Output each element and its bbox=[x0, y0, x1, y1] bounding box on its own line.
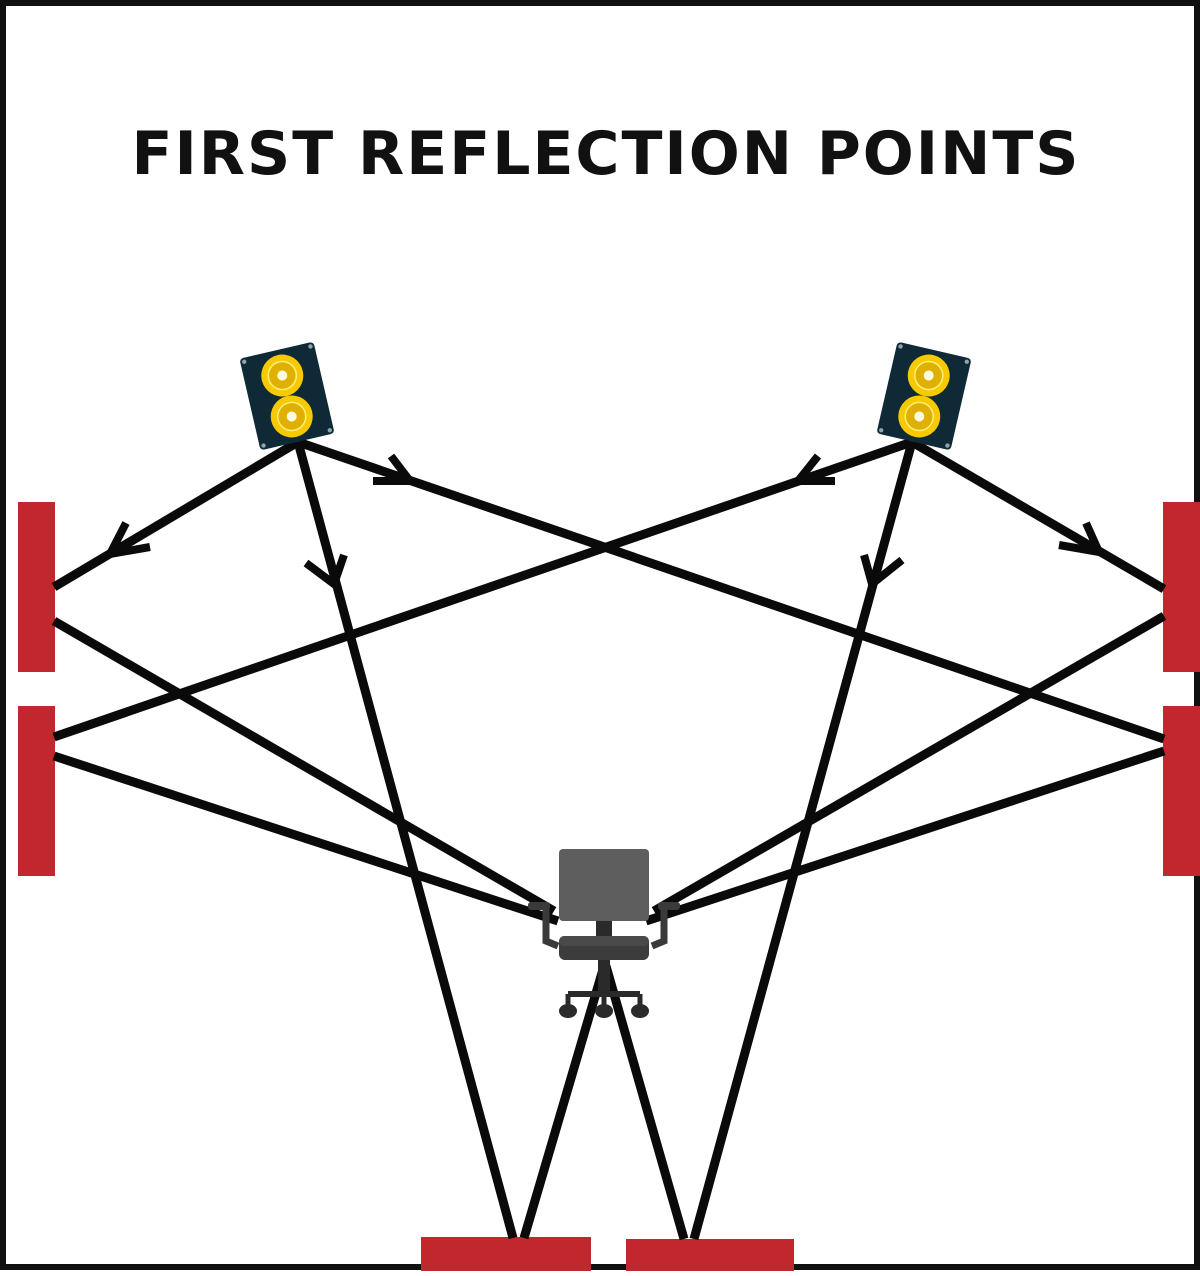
right-wall-panel-upper bbox=[1163, 502, 1200, 672]
ray-right-wall-lower-to-listener bbox=[644, 746, 1166, 926]
office-chair-icon bbox=[528, 849, 680, 1018]
reflection-rays bbox=[51, 437, 1167, 1241]
arrowhead-right-speaker-back-wall bbox=[860, 553, 905, 591]
arrowhead-left-speaker-left-wall bbox=[102, 521, 151, 560]
ray-left-wall-lower-to-listener bbox=[52, 751, 560, 926]
ray-back-wall-left-to-listener bbox=[519, 964, 609, 1240]
arrowhead-right-speaker-right-wall bbox=[1058, 521, 1106, 558]
right-wall-panel-lower bbox=[1163, 706, 1200, 876]
ray-right-speaker-to-left-wall bbox=[52, 437, 914, 742]
left-speaker-icon bbox=[240, 342, 334, 450]
ray-right-speaker-to-right-wall bbox=[909, 438, 1167, 593]
ray-right-wall-to-listener bbox=[651, 612, 1167, 915]
back-wall-panel-left bbox=[421, 1237, 591, 1271]
ray-left-speaker-to-back-wall bbox=[293, 440, 518, 1240]
ray-left-wall-to-listener bbox=[51, 617, 557, 915]
reflection-diagram bbox=[18, 342, 1200, 1271]
ray-arrowheads bbox=[102, 453, 1106, 591]
diagram-title: FIRST REFLECTION POINTS bbox=[131, 119, 1081, 189]
ray-back-wall-right-to-listener bbox=[601, 964, 689, 1241]
right-speaker-icon bbox=[877, 342, 971, 450]
ray-right-speaker-to-back-wall bbox=[689, 440, 917, 1241]
arrowhead-left-speaker-back-wall bbox=[303, 553, 348, 591]
left-wall-panel-upper bbox=[18, 502, 55, 672]
back-wall-panel-right bbox=[626, 1239, 794, 1271]
left-wall-panel-lower bbox=[18, 706, 55, 876]
arrowhead-left-speaker-right-wall bbox=[373, 453, 419, 485]
ray-left-speaker-to-right-wall bbox=[296, 437, 1166, 744]
acoustic-panels bbox=[18, 502, 1200, 1271]
ray-left-speaker-to-left-wall bbox=[51, 438, 301, 591]
arrowhead-right-speaker-left-wall bbox=[789, 453, 835, 485]
